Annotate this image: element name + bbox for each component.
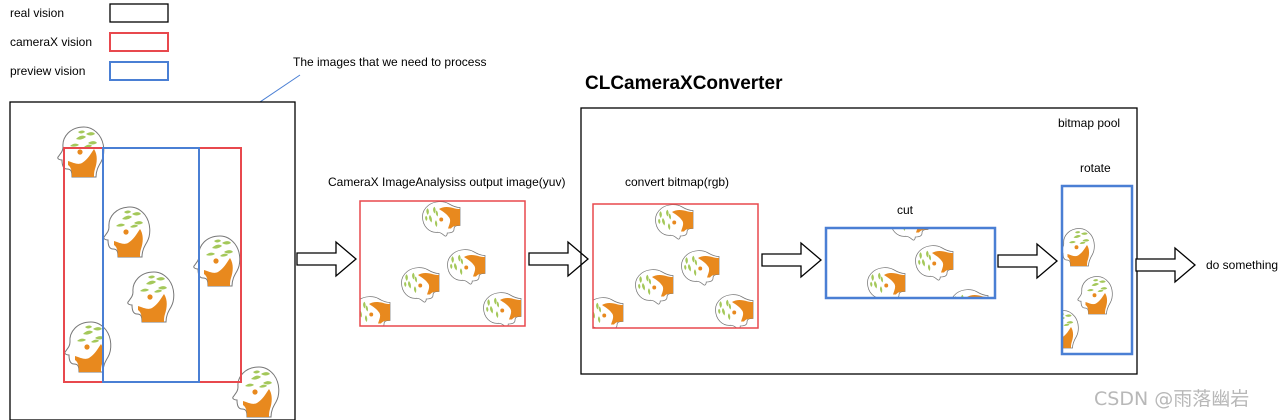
head-icon xyxy=(890,228,929,241)
converter-title: CLCameraXConverter xyxy=(585,73,783,94)
head-icon xyxy=(1062,310,1079,349)
rotate-label: rotate xyxy=(1080,161,1111,175)
flow-arrow xyxy=(1135,246,1197,284)
head-icon xyxy=(1077,276,1113,315)
converter-box: bitmap pool convert bitmap(rgb) cut xyxy=(580,107,1138,375)
real-vision-heads xyxy=(57,126,280,418)
head-icon xyxy=(593,297,624,328)
watermark-text: CSDN @雨落幽岩 xyxy=(1094,388,1249,410)
head-icon xyxy=(103,206,151,258)
head-icon xyxy=(950,289,989,298)
head-icon xyxy=(655,204,694,240)
real-vision-frame xyxy=(9,101,296,420)
head-icon xyxy=(635,269,674,305)
do-something-label: do something xyxy=(1206,258,1278,272)
legend-real-swatch xyxy=(109,3,169,23)
cut-label: cut xyxy=(897,203,914,217)
head-icon xyxy=(57,126,105,178)
flow-arrow xyxy=(296,240,358,278)
head-icon xyxy=(715,294,754,328)
flow-arrow xyxy=(528,240,590,278)
head-icon xyxy=(681,250,720,286)
head-icon xyxy=(64,321,112,373)
convert-label: convert bitmap(rgb) xyxy=(625,175,729,189)
head-icon xyxy=(232,366,280,418)
analysis-output-label: CameraX ImageAnalysiss output image(yuv) xyxy=(328,175,565,189)
head-icon xyxy=(915,245,954,281)
legend-camerax-swatch xyxy=(109,32,169,52)
convert-bitmap-image xyxy=(592,203,759,329)
head-icon xyxy=(867,267,906,298)
analysis-output-image xyxy=(359,200,526,327)
cut-image xyxy=(824,226,997,300)
preview-vision-frame xyxy=(102,147,200,383)
legend-preview-label: preview vision xyxy=(10,64,85,78)
head-icon xyxy=(447,249,486,285)
flow-arrow xyxy=(761,241,823,279)
annotation-text: The images that we need to process xyxy=(293,55,486,69)
head-icon xyxy=(422,201,461,237)
legend-real-label: real vision xyxy=(10,6,64,20)
bitmap-pool-label: bitmap pool xyxy=(1058,116,1120,130)
head-icon xyxy=(127,271,175,323)
head-icon xyxy=(483,292,522,326)
head-icon xyxy=(1062,228,1095,267)
legend-preview-swatch xyxy=(109,61,169,81)
legend: real vision cameraX vision preview visio… xyxy=(10,3,169,81)
flow-arrow xyxy=(997,242,1059,280)
legend-camerax-label: cameraX vision xyxy=(10,35,92,49)
head-icon xyxy=(401,267,440,303)
rotate-image xyxy=(1060,184,1134,356)
head-icon xyxy=(360,296,391,326)
